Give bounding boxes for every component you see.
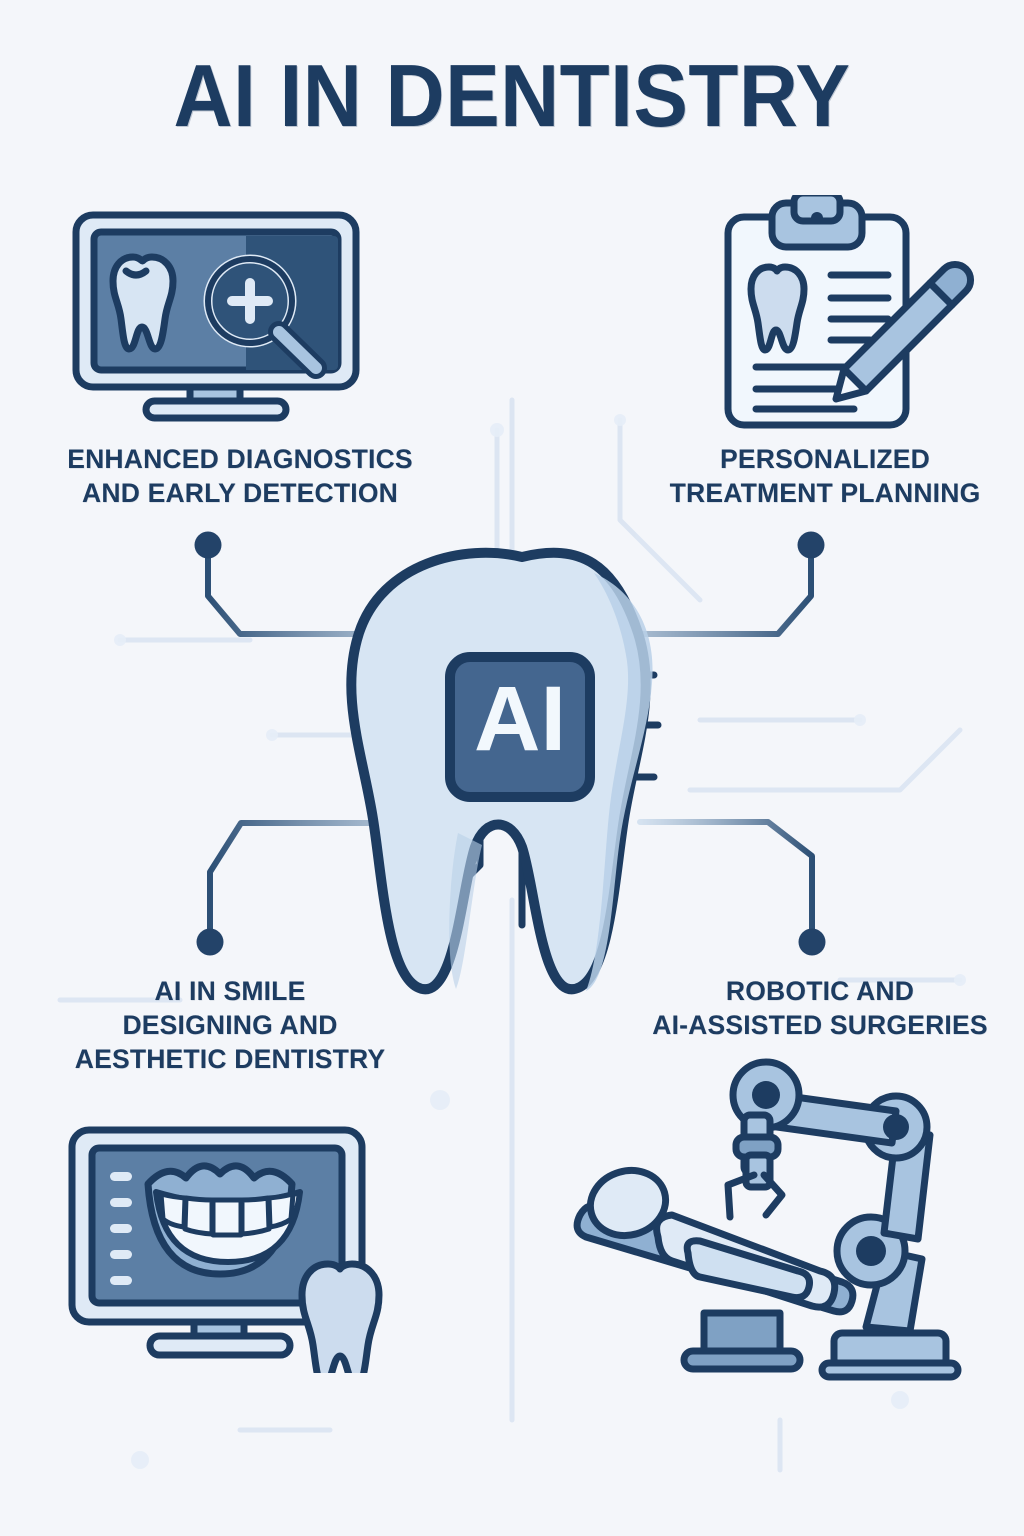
monitor-xray-magnifier-icon (68, 205, 368, 430)
connector-dot-top-right (797, 531, 825, 559)
tooth-with-ai-chip: AI (332, 545, 712, 1005)
node-label-robotic-surgeries: ROBOTIC AND AI-ASSISTED SURGERIES (652, 976, 988, 1040)
node-label-personalized-treatment: PERSONALIZED TREATMENT PLANNING (669, 444, 981, 508)
connector-dot-bottom-left (196, 928, 224, 956)
ai-chip-label: AI (474, 668, 566, 770)
robot-arm-dental-chair-icon (566, 1055, 976, 1385)
node-label-smile-designing: AI IN SMILE DESIGNING AND AESTHETIC DENT… (74, 976, 386, 1074)
connector-dot-top-left (194, 531, 222, 559)
clipboard-tooth-pencil-icon (706, 189, 978, 435)
page-title: AI IN DENTISTRY (173, 46, 851, 145)
connector-dot-bottom-right (798, 928, 826, 956)
node-label-enhanced-diagnostics: ENHANCED DIAGNOSTICS AND EARLY DETECTION (67, 444, 413, 508)
monitor-smile-tooth-icon (56, 1118, 396, 1389)
